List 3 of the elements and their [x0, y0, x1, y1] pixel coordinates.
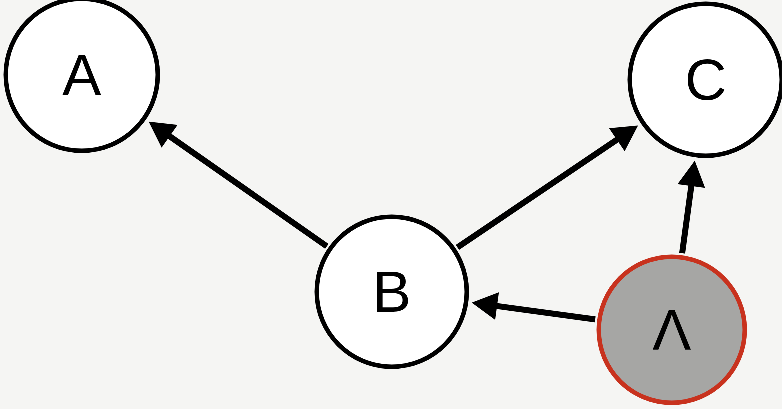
circle-node: C	[628, 2, 782, 158]
circle-node: B	[314, 214, 470, 370]
circle-node: Λ	[596, 254, 748, 406]
